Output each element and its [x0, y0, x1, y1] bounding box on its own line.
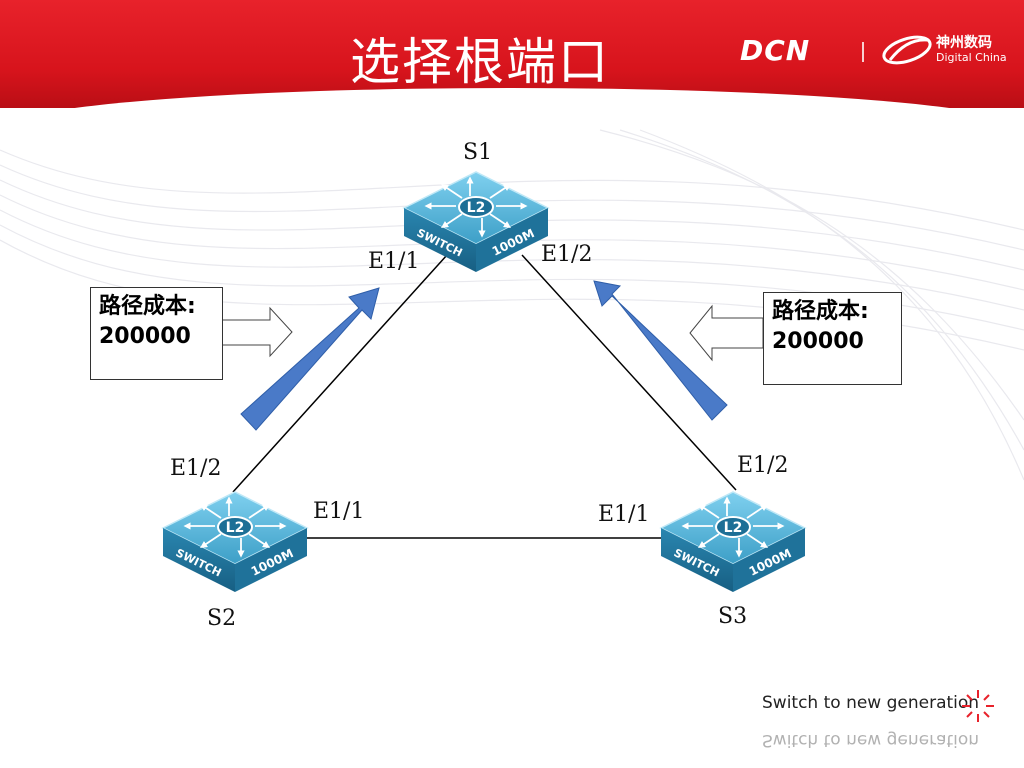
path-cost-value-left: 200000	[99, 324, 191, 349]
port-label-s1-e1-1: E1/1	[368, 249, 420, 274]
company-name-en: Digital China	[936, 51, 1007, 64]
node-label-s1: S1	[463, 140, 493, 165]
path-cost-box-left: 路径成本: 200000	[90, 287, 223, 380]
port-label-s3-e1-2: E1/2	[737, 453, 789, 478]
path-cost-title-right: 路径成本:	[772, 299, 869, 324]
link-s1-s2	[232, 254, 448, 493]
link-s1-s3	[521, 254, 737, 491]
switch-s1-layer: L2	[467, 200, 486, 216]
port-label-s2-e1-1: E1/1	[313, 499, 365, 524]
tagline: Switch to new generation	[762, 693, 980, 713]
root-port-arrow-right	[593, 280, 728, 421]
switch-s3-icon	[661, 492, 805, 592]
switch-s3-layer: L2	[724, 520, 743, 536]
logo-separator	[862, 42, 864, 62]
switch-s2-icon	[163, 492, 307, 592]
sparkle-icon	[962, 690, 994, 722]
tagline-reflection: Switch to new generation	[762, 730, 980, 750]
page-title: 选择根端口	[350, 33, 610, 91]
root-port-arrow-left	[240, 287, 380, 431]
path-cost-box-right: 路径成本: 200000	[763, 292, 902, 385]
callout-arrow-right	[689, 304, 764, 362]
switch-s2-layer: L2	[226, 520, 245, 536]
path-cost-value-right: 200000	[772, 329, 864, 354]
switch-s1-icon	[404, 172, 548, 272]
node-label-s2: S2	[207, 606, 237, 631]
port-label-s1-e1-2: E1/2	[541, 242, 593, 267]
path-cost-title-left: 路径成本:	[99, 294, 196, 319]
port-label-s2-e1-2: E1/2	[170, 456, 222, 481]
digital-china-logo-icon	[882, 35, 932, 65]
callout-arrow-left	[221, 306, 293, 358]
company-name-cn: 神州数码	[936, 35, 992, 51]
dcn-logo: DCN	[740, 34, 811, 67]
node-label-s3: S3	[718, 604, 748, 629]
port-label-s3-e1-1: E1/1	[598, 502, 650, 527]
